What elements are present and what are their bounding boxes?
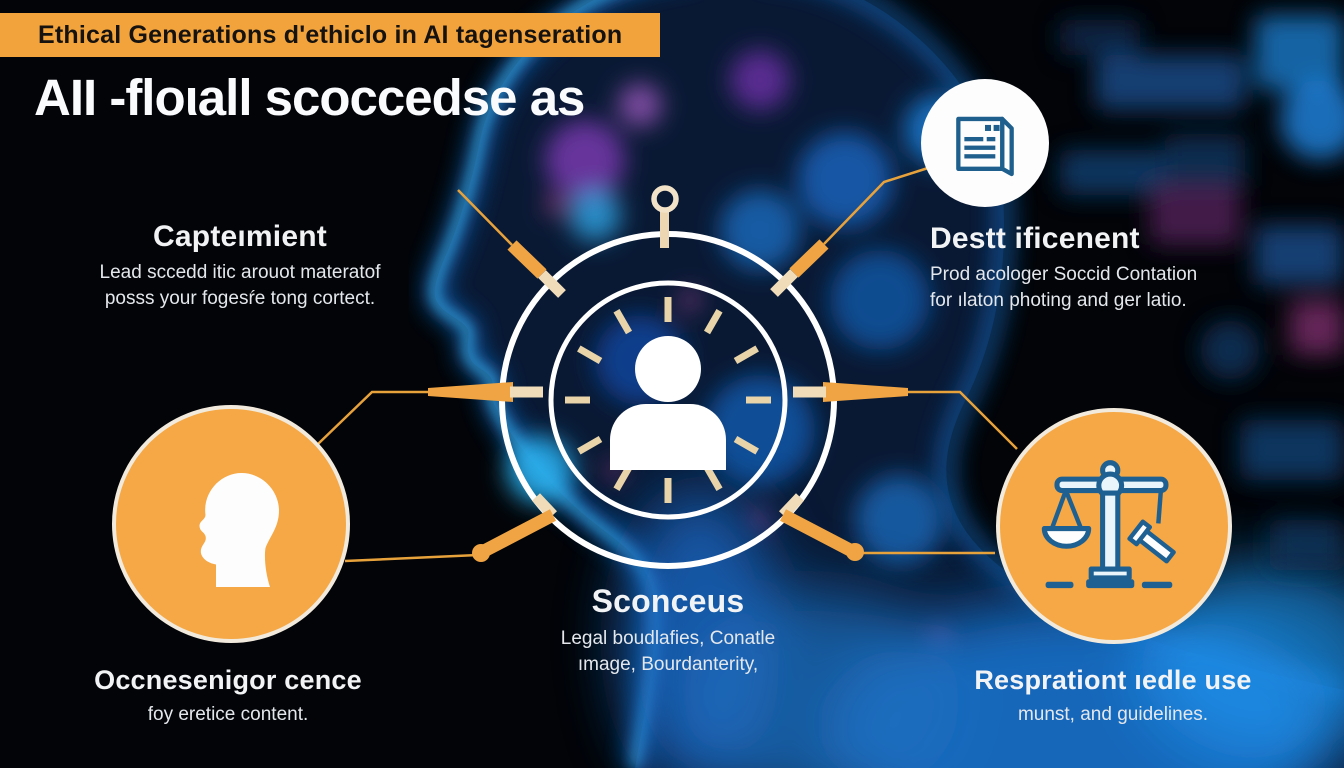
node-bottom-right-body-line1: munst, and guidelines. — [1017, 704, 1209, 725]
connector-lines — [317, 166, 1018, 563]
top-banner: Ethical Generations d'ethiclo in AI tage… — [0, 13, 660, 57]
node-top-right: Destt ificenent Prod acologer Soccid Con… — [930, 222, 1320, 314]
document-icon-circle — [921, 79, 1049, 207]
page-title: AII -floιall scoccedse as — [34, 69, 585, 126]
node-bottom-center-body-line2: ımage, Bourdanterity, — [577, 654, 759, 675]
node-bottom-left: Occnesenigor cence foy eretice content. — [28, 665, 428, 728]
node-top-left: Capteımient Lead sccedd itic arouot mate… — [40, 220, 440, 312]
data-mosaic — [1060, 15, 1344, 570]
node-top-left-heading: Capteımient — [153, 220, 327, 253]
neck-shoulder-glow — [620, 490, 1344, 768]
node-bottom-center-body-line1: Legal boudlafies, Conatle — [560, 628, 776, 649]
node-bottom-right-heading: Resprationt ıedle use — [974, 665, 1252, 695]
head-profile-icon-circle — [112, 405, 350, 643]
scales-icon-circle — [996, 408, 1232, 644]
node-top-right-body-line1: Prod acologer Soccid Contation — [930, 264, 1198, 285]
needle-connectors — [428, 239, 908, 562]
node-bottom-left-body-line1: foy eretice content. — [147, 704, 309, 725]
tick-marks — [565, 297, 771, 503]
node-bottom-left-heading: Occnesenigor cence — [94, 665, 362, 695]
person-icon — [610, 336, 726, 470]
node-top-left-body-line1: Lead sccedd itic arouot materatof — [99, 262, 381, 283]
banner-text: Ethical Generations d'ethiclo in AI tage… — [38, 20, 623, 49]
node-top-left-body-line2: posss your fogesŕe tong cortect. — [104, 288, 376, 309]
node-bottom-center-heading: Sconceus — [591, 583, 745, 619]
document-icon — [956, 116, 1014, 177]
head-profile-icon — [199, 473, 279, 587]
compass-crown-icon — [651, 185, 679, 248]
node-bottom-center: Sconceus Legal boudlafies, Conatle ımage… — [463, 583, 873, 678]
node-bottom-right: Resprationt ıedle use munst, and guideli… — [913, 665, 1313, 728]
scales-of-justice-icon — [1041, 460, 1176, 589]
node-top-right-heading: Destt ificenent — [930, 222, 1140, 255]
node-top-right-body-line2: for ılaton photing and ger latio. — [930, 290, 1187, 311]
